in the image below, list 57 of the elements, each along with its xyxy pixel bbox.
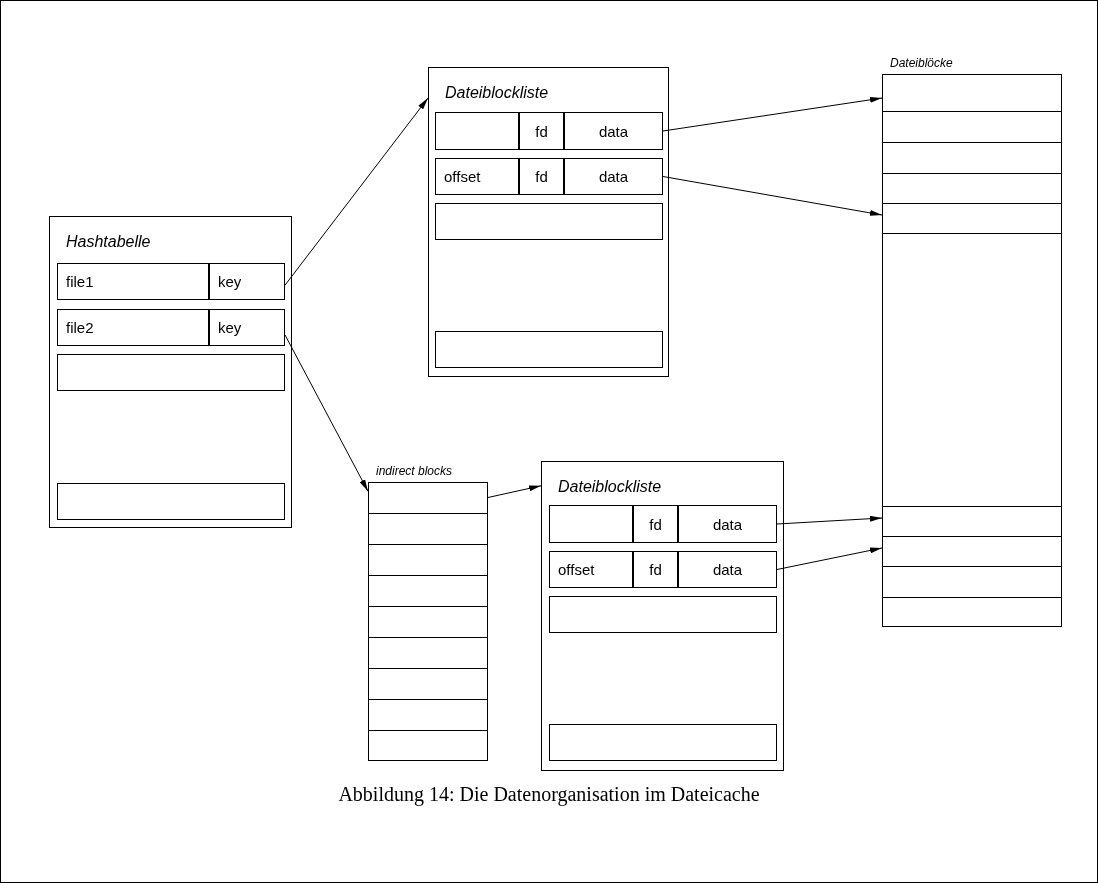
- table-cell: file1: [57, 263, 209, 300]
- table-cell: fd: [519, 112, 564, 150]
- table-cell: offset: [435, 158, 519, 195]
- block-cell: [368, 544, 488, 575]
- block-cell: [882, 203, 1062, 233]
- table-row: [435, 331, 663, 368]
- figure-caption: Abbildung 14: Die Datenorganisation im Dateicache: [337, 783, 761, 806]
- block-cell: [368, 730, 488, 761]
- arrow: [776, 515, 883, 525]
- arrow: [776, 547, 883, 570]
- block-cell: [368, 699, 488, 730]
- table-panel: [49, 216, 292, 528]
- block-cell: [882, 597, 1062, 627]
- block-cell: [368, 668, 488, 699]
- table-cell: key: [209, 309, 285, 346]
- table-title: Dateiblockliste: [558, 478, 662, 496]
- table-cell: key: [209, 263, 285, 300]
- table-row: [549, 505, 633, 543]
- table-row: [57, 483, 285, 520]
- table-cell: file2: [57, 309, 209, 346]
- table-cell: offset: [549, 551, 633, 588]
- table-title: Hashtabelle: [66, 233, 151, 251]
- table-cell: data: [678, 551, 777, 588]
- arrow: [284, 97, 429, 286]
- table-title: Dateiblöcke: [890, 56, 953, 70]
- block-cell: [368, 482, 488, 513]
- block-cell: [882, 506, 1062, 536]
- table-row: [549, 724, 777, 761]
- block-cell: [882, 536, 1062, 566]
- table-cell: fd: [519, 158, 564, 195]
- table-row: [435, 203, 663, 240]
- arrow: [284, 334, 369, 492]
- table-cell: data: [564, 158, 663, 195]
- table-cell: data: [678, 505, 777, 543]
- table-cell: fd: [633, 551, 678, 588]
- block-cell: [882, 173, 1062, 203]
- block-cell: [368, 513, 488, 544]
- table-row: [57, 354, 285, 391]
- block-cell: [882, 142, 1062, 173]
- block-cell: [882, 233, 1062, 506]
- block-cell: [882, 111, 1062, 142]
- arrow: [487, 485, 542, 498]
- table-panel: [428, 67, 669, 377]
- table-title: Dateiblockliste: [445, 84, 549, 102]
- block-cell: [882, 74, 1062, 111]
- arrow: [662, 176, 883, 216]
- table-row: [435, 112, 519, 150]
- table-panel: [541, 461, 784, 771]
- block-cell: [368, 606, 488, 637]
- table-title: indirect blocks: [376, 464, 453, 478]
- block-cell: [368, 575, 488, 606]
- block-cell: [368, 637, 488, 668]
- block-cell: [882, 566, 1062, 597]
- table-cell: fd: [633, 505, 678, 543]
- table-cell: data: [564, 112, 663, 150]
- table-row: [549, 596, 777, 633]
- arrow: [662, 96, 883, 132]
